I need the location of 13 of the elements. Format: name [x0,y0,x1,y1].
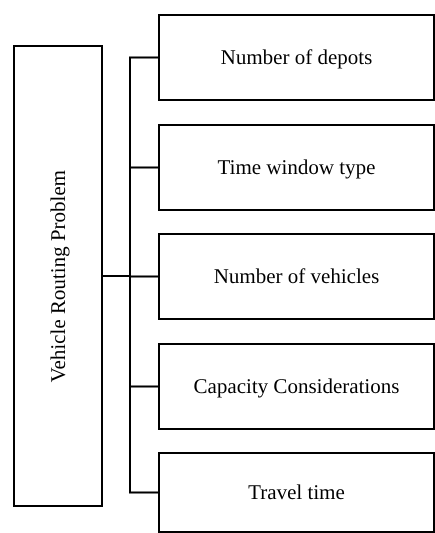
category-box [158,233,435,320]
category-box [158,452,435,533]
category-label: Time window type [218,154,376,181]
root-label: Vehicle Routing Problem [44,170,71,382]
category-box [158,14,435,101]
root-box [13,45,103,507]
category-box [158,343,435,430]
connector-line [103,275,158,494]
category-label: Capacity Considerations [194,373,400,400]
category-box [158,124,435,211]
category-label: Number of vehicles [214,263,380,290]
category-label: Number of depots [220,44,372,71]
category-label: Travel time [248,479,345,506]
